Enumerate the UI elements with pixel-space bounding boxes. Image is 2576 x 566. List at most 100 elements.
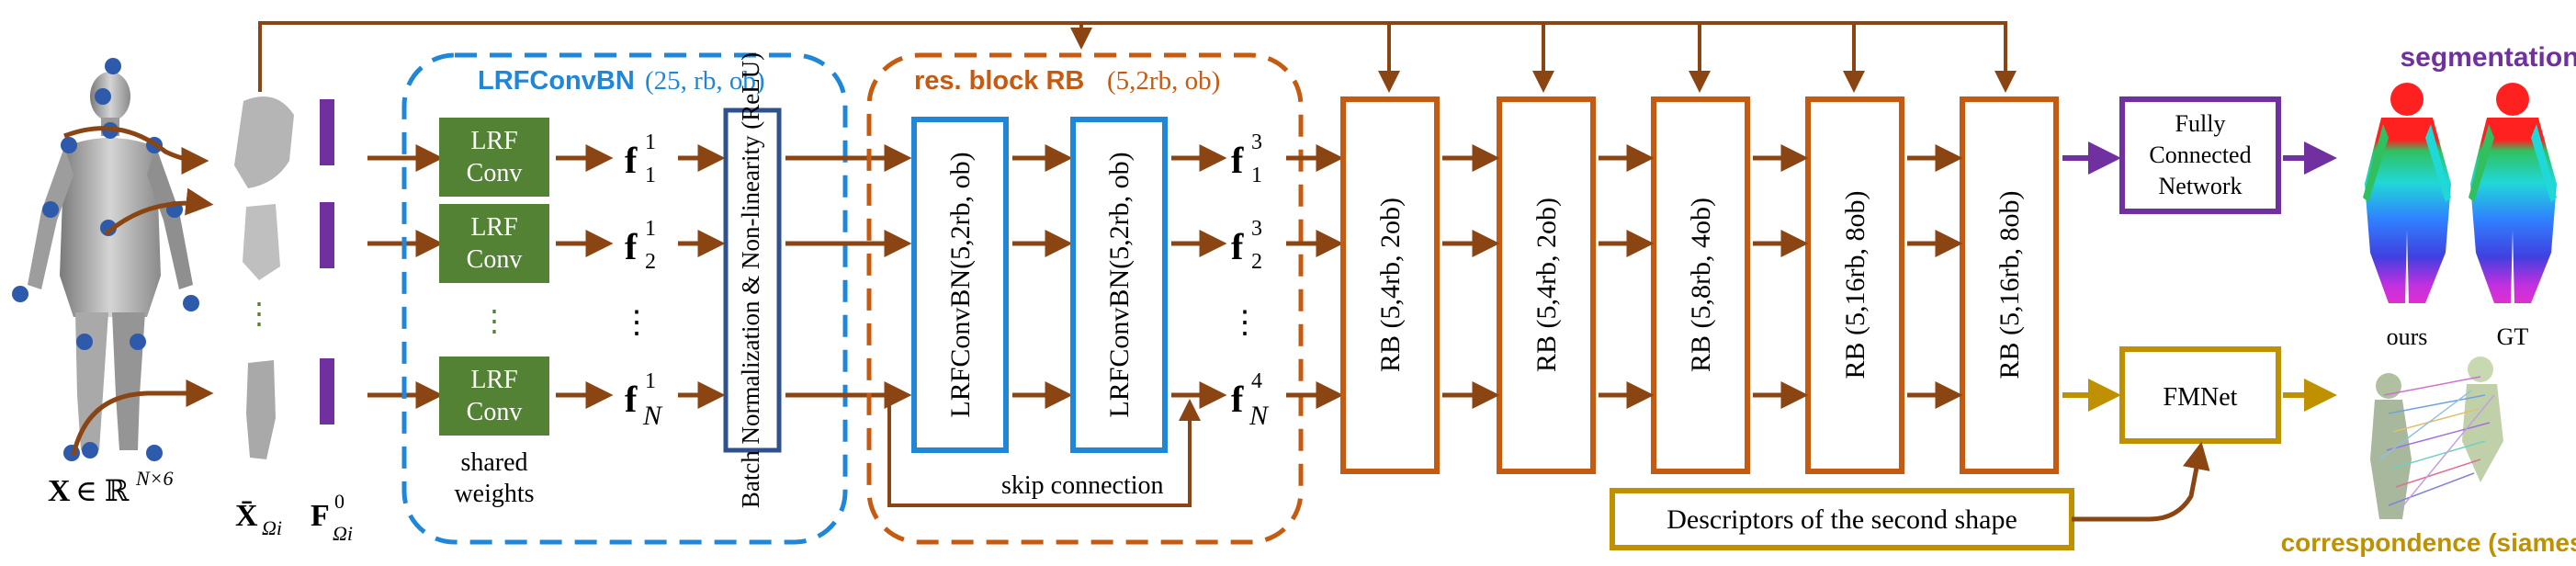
skip-connection-arrow [887,395,1201,507]
correspondence-output: correspondence (siamese) [2281,357,2576,557]
patch-label-sub: Ωi [262,516,282,539]
correspondence-head: FMNet Descriptors of the second shape [1610,346,2337,550]
svg-text:1: 1 [645,130,656,154]
shared-weights-line2: weights [454,480,534,508]
batchnorm-block: Batch Normalization & Non-linearity (ReL… [723,52,782,508]
rb-chain: RB (5,4rb, 2ob) RB (5,4rb, 2ob) RB (5,8r… [1340,96,2059,474]
input-human-mesh [12,58,199,461]
input-labels: X ∈ ℝ N×6 X̄ Ωi F 0 Ωi [48,467,353,545]
rb-block-4: RB (5,16rb, 8ob) [1805,96,1904,474]
svg-text:LRFConvBN(5,2rb, ob): LRFConvBN(5,2rb, ob) [1104,152,1135,417]
svg-text:f: f [1231,226,1244,267]
correspondence-lines [2378,376,2495,511]
svg-text:1: 1 [645,369,656,393]
resblock-conv-2: LRFConvBN(5,2rb, ob) [1070,117,1168,453]
skip-connection-label: skip connection [1001,471,1164,500]
ours-label: ours [2387,323,2428,350]
descriptors-arrow [2072,441,2210,522]
feature-out-n: f 4 N [1231,369,1270,431]
feature-in-n: f 1 N [625,369,663,431]
svg-text:LRFConvBN(5,2rb, ob): LRFConvBN(5,2rb, ob) [945,152,976,417]
svg-text:3: 3 [1251,217,1262,241]
rb-block-3: RB (5,8rb, 4ob) [1651,96,1750,474]
feature-in-dots: ⋮ [621,306,652,340]
rb-block-2: RB (5,4rb, 2ob) [1497,96,1596,474]
resblock-inner-arrows [1012,144,1073,409]
fmnet-block [2119,346,2281,444]
feature-bar-3 [320,358,334,424]
lrf-conv-block-2: LRF Conv [439,204,549,283]
corr-shape-b [2462,357,2503,482]
feature-in-2: f 1 2 [625,217,656,274]
input-symbol: X [48,474,71,508]
top-broadcast-line [258,21,2017,93]
resblock-border [866,52,1304,545]
lrfconvbn-border [401,52,848,545]
conv-to-feature-arrows [556,144,614,409]
lrf-conv-block-3: LRF Conv [439,357,549,436]
segmentation-title: segmentation [2400,42,2576,73]
svg-text:1: 1 [645,164,656,187]
svg-text:1: 1 [645,217,656,241]
svg-text:RB (5,16rb, 8ob): RB (5,16rb, 8ob) [1840,191,1870,379]
patch-1 [234,96,294,188]
descriptors-label: Descriptors of the second shape [1666,504,2017,535]
svg-text:Conv: Conv [467,159,523,187]
svg-text:Network: Network [2159,173,2243,199]
svg-text:LRF: LRF [470,213,517,242]
conv-dots: ⋮ [480,304,509,337]
rb-block-1: RB (5,4rb, 2ob) [1340,96,1440,474]
mesh-to-patch-arrows [63,126,214,456]
feature-bar-1 [320,99,334,165]
feature-out-dots: ⋮ [1229,306,1260,340]
svg-text:N: N [642,401,663,431]
lrfconvbn-module: LRFConvBN (25, rb, ob) LRF Conv LRF Conv… [401,52,848,545]
resblock-args: (5,2rb, ob) [1107,66,1220,96]
resblock-title: res. block RB [914,66,1084,96]
lrfconvbn-args: (25, rb, ob) [645,66,764,96]
corr-shape-a [2370,373,2412,519]
bn-to-resblock-arrows [785,144,912,409]
feature-label-sub: Ωi [333,522,353,545]
input-feature-bars [320,99,334,424]
svg-text:RB (5,16rb, 8ob): RB (5,16rb, 8ob) [1994,191,2025,379]
svg-text:2: 2 [645,250,656,274]
patch-dots: ⋮ [244,297,274,330]
feature-label: F [311,499,330,533]
gt-label: GT [2497,323,2529,350]
svg-text:Conv: Conv [467,398,523,426]
svg-text:f: f [625,379,638,420]
patch-2 [243,204,280,280]
svg-text:f: f [1231,379,1244,420]
svg-text:f: f [1231,140,1244,181]
input-set: ∈ ℝ [75,474,130,507]
svg-text:2: 2 [1251,250,1262,274]
svg-text:f: f [625,140,638,181]
svg-text:Fully: Fully [2175,110,2226,137]
feature-to-bn-arrows [678,144,726,409]
resblock-out-arrows [1171,144,1227,409]
svg-text:4: 4 [1251,369,1262,393]
correspondence-title: correspondence (siamese) [2281,528,2576,557]
svg-text:LRF: LRF [470,127,517,155]
patch-label: X̄ [235,499,258,533]
segmentation-head: Fully Connected Network [2062,96,2337,214]
svg-text:f: f [625,226,638,267]
resblock-conv-1: LRFConvBN(5,2rb, ob) [911,117,1009,453]
batchnorm-label: Batch Normalization & Non-linearity (ReL… [737,52,764,508]
fcn-block [2119,96,2281,214]
surface-patches: ⋮ [234,96,294,459]
feature-to-rb-arrows [1286,144,1344,409]
svg-text:Connected: Connected [2149,142,2251,168]
feature-out-2: f 3 2 [1231,217,1262,274]
segmentation-output: segmentation ours GT [2363,42,2576,350]
svg-text:1: 1 [1251,164,1262,187]
svg-text:RB (5,8rb, 4ob): RB (5,8rb, 4ob) [1686,198,1716,372]
svg-text:N: N [1248,401,1270,431]
patch-3 [246,360,276,459]
input-dims: N×6 [135,467,174,490]
svg-text:RB (5,4rb, 2ob): RB (5,4rb, 2ob) [1531,198,1562,372]
lrfconvbn-title: LRFConvBN [478,66,635,96]
feature-label-sup: 0 [334,490,345,513]
lrf-conv-block-1: LRF Conv [439,118,549,197]
